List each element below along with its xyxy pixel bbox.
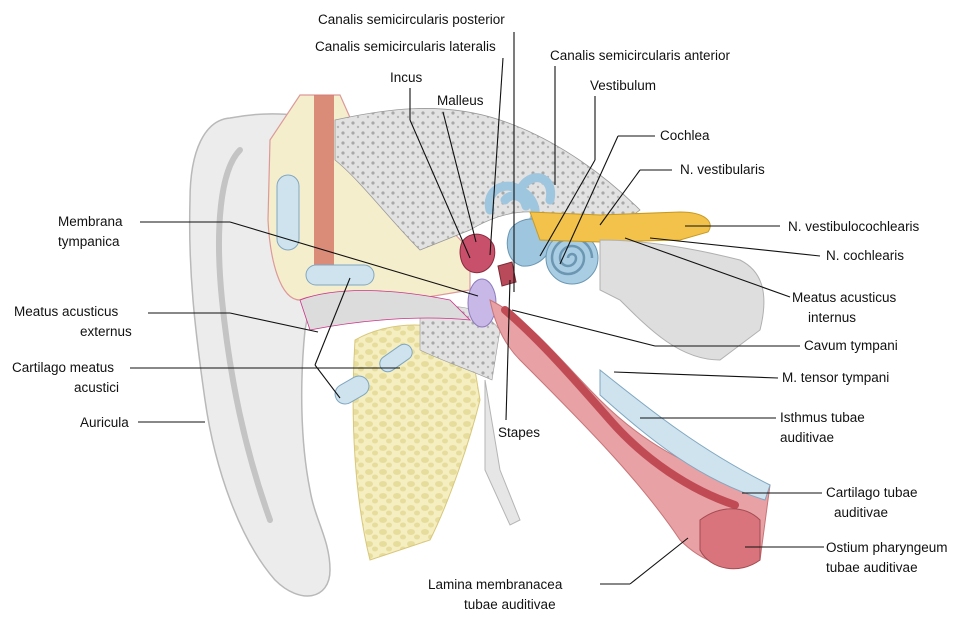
label-auricula: Auricula: [80, 415, 129, 430]
label-ostium-2: tubae auditivae: [826, 560, 918, 575]
label-cochlea: Cochlea: [660, 128, 710, 143]
vessel-strip: [314, 95, 334, 285]
label-cartilago-tubae-1: Cartilago tubae: [826, 485, 918, 500]
label-canalis-anterior: Canalis semicircularis anterior: [550, 48, 731, 63]
label-incus: Incus: [390, 70, 423, 85]
label-membrana-tympanica-1: Membrana: [58, 214, 123, 229]
label-membrana-tympanica-2: tympanica: [58, 234, 120, 249]
label-n-vestibulocochlearis: N. vestibulocochlearis: [788, 219, 920, 234]
label-lamina-2: tubae auditivae: [464, 597, 556, 612]
label-isthmus-2: auditivae: [780, 430, 834, 445]
cartilage-2: [306, 265, 374, 285]
processus: [485, 380, 520, 525]
label-stapes: Stapes: [498, 425, 540, 440]
label-canalis-lateralis: Canalis semicircularis lateralis: [315, 39, 496, 54]
label-canalis-posterior: Canalis semicircularis posterior: [318, 12, 505, 27]
label-cartilago-meatus-1: Cartilago meatus: [12, 360, 114, 375]
label-m-tensor-tympani: M. tensor tympani: [782, 370, 889, 385]
label-meatus-externus-2: externus: [80, 324, 132, 339]
label-cartilago-meatus-2: acustici: [74, 380, 119, 395]
label-n-cochlearis: N. cochlearis: [826, 248, 904, 263]
stapes-shape: [498, 262, 516, 286]
label-ostium-1: Ostium pharyngeum: [826, 540, 948, 555]
label-isthmus-1: Isthmus tubae: [780, 410, 865, 425]
label-meatus-externus-1: Meatus acusticus: [14, 304, 119, 319]
label-meatus-internus-1: Meatus acusticus: [792, 290, 897, 305]
label-vestibulum: Vestibulum: [590, 78, 656, 93]
ostium-shape: [700, 509, 760, 569]
label-cartilago-tubae-2: auditivae: [834, 505, 888, 520]
label-meatus-internus-2: internus: [808, 310, 856, 325]
label-n-vestibularis: N. vestibularis: [680, 162, 765, 177]
label-malleus: Malleus: [437, 93, 484, 108]
label-lamina-1: Lamina membranacea: [428, 577, 563, 592]
label-cavum-tympani: Cavum tympani: [804, 338, 898, 353]
